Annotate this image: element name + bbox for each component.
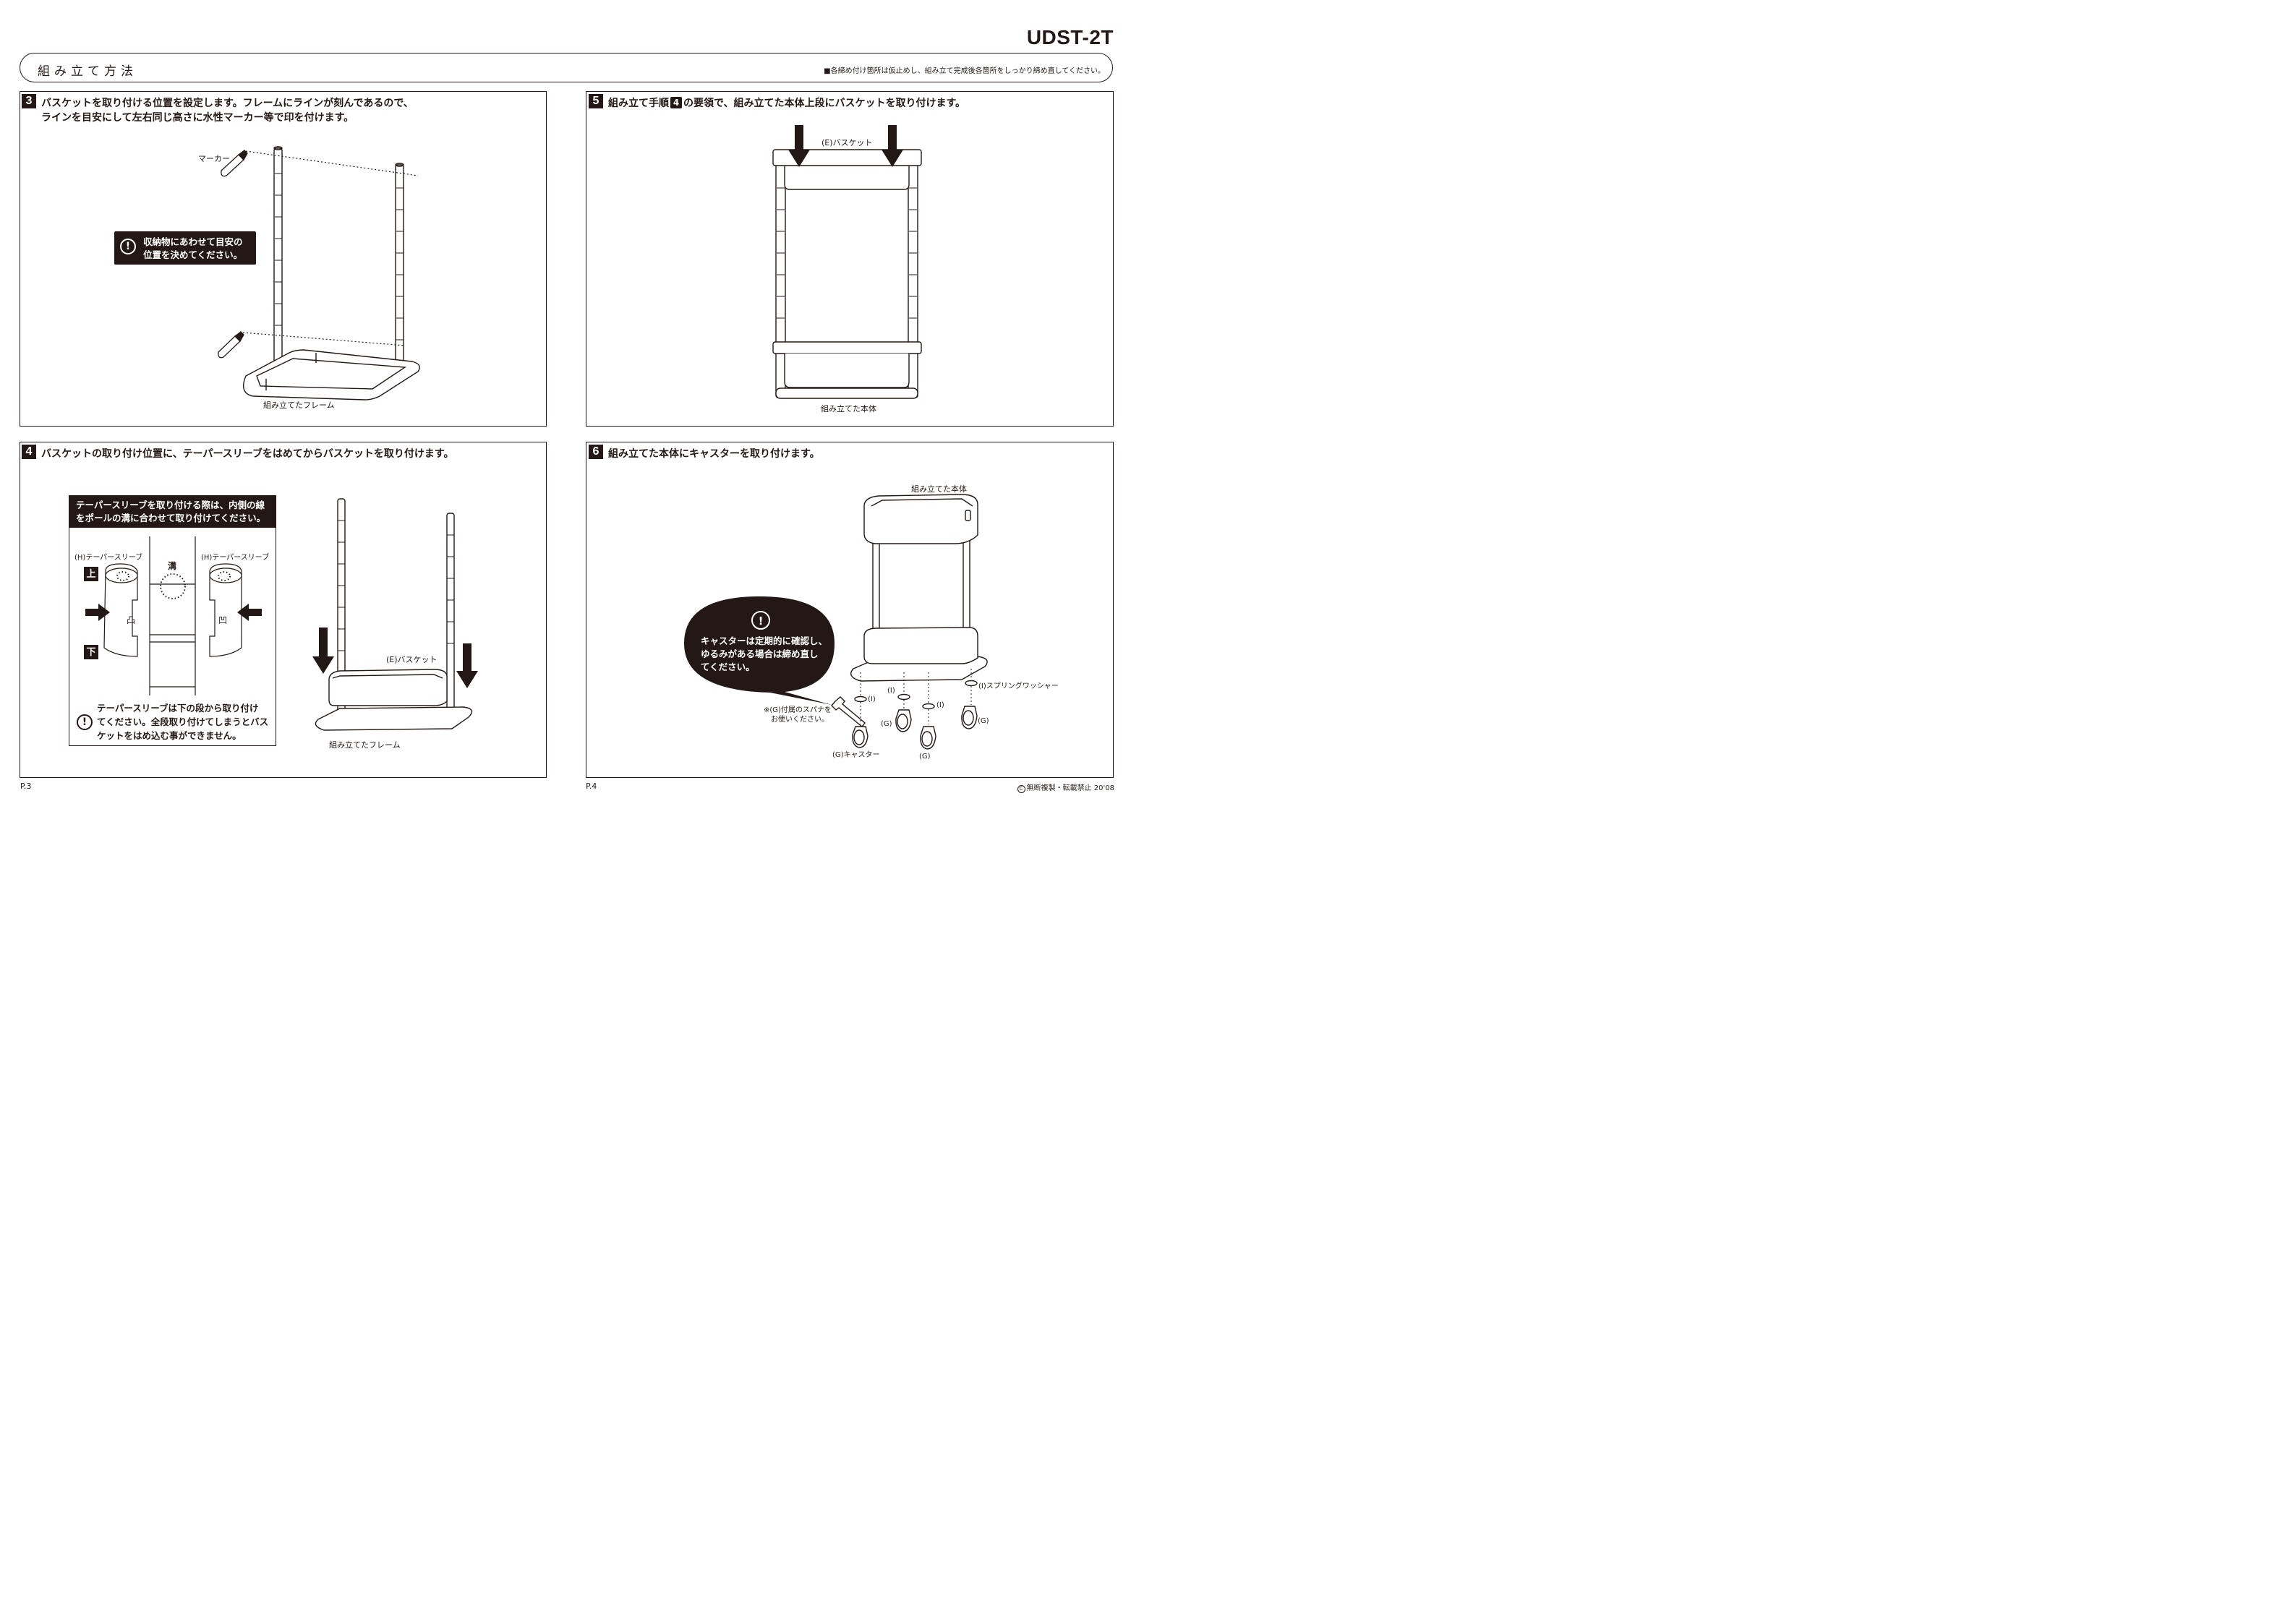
- down-arrow-icons: [788, 125, 903, 167]
- header-bar: [20, 53, 1113, 82]
- right-arrow-icon: [85, 604, 110, 621]
- caster-label-g-3: (G): [919, 753, 931, 761]
- step-3-number: 3: [22, 94, 36, 108]
- sleeve-detail-header: テーパースリーブを取り付ける際は、内側の線 をポールの溝に合わせて取り付けてくだ…: [69, 495, 276, 528]
- caster-caution-line3: てください。: [701, 661, 755, 672]
- sleeve-detail-header-line1: テーパースリーブを取り付ける際は、内側の線: [76, 500, 265, 510]
- spanner-note-line2: お使いください。: [771, 716, 829, 724]
- step-5-basket-label: (E)バスケット: [821, 138, 873, 147]
- step-5-text-post: の要領で、組み立てた本体上段にバスケットを取り付けます。: [683, 98, 966, 109]
- caster-caution-line2: ゆるみがある場合は締め直し: [701, 648, 819, 659]
- step-5-panel: [586, 91, 1114, 427]
- left-arrow-icon: [237, 604, 262, 621]
- down-label: 下: [84, 645, 98, 659]
- step-4-basket-label: (E)バスケット: [386, 655, 438, 664]
- convex-mark: 凸: [127, 615, 136, 625]
- step-4-frame-illustration: [312, 498, 478, 731]
- step-4-number: 4: [22, 445, 36, 459]
- caster-caution-line1: キャスターは定期的に確認し、: [701, 635, 828, 646]
- caution-speech-bubble: [684, 596, 835, 705]
- step-6-number: 6: [589, 445, 603, 459]
- washer-label-i-3: (I): [936, 701, 944, 709]
- sleeve-caution-line2: てください。全段取り付けてしまうとバス: [97, 716, 269, 727]
- step-3-text-line2: ラインを目安にして左右同じ高さに水性マーカー等で印を付けます。: [41, 112, 354, 124]
- marker-label: マーカー: [198, 154, 230, 163]
- step-5-body-label: 組み立てた本体: [821, 404, 876, 414]
- up-label: 上: [84, 567, 98, 581]
- step-3-note-line1: 収納物にあわせて目安の: [143, 236, 243, 247]
- header-note: ■各締め付け箇所は仮止めし、組み立て完成後各箇所をしっかり締め直してください。: [824, 67, 1105, 75]
- page-number-left: P.3: [20, 781, 32, 791]
- step-3-text-line1: バスケットを取り付ける位置を設定します。フレームにラインが刻んであるので、: [41, 98, 414, 109]
- step-5-ref-number: 4: [670, 97, 682, 108]
- step-6-text: 組み立てた本体にキャスターを取り付けます。: [608, 448, 820, 460]
- step-6-panel: [586, 442, 1114, 778]
- sleeve-detail-header-line2: をポールの溝に合わせて取り付けてください。: [76, 513, 266, 523]
- step-6-caster-illustration: !: [684, 494, 988, 750]
- caster-label-g-2: (G): [978, 717, 989, 725]
- page-title: 組み立て方法: [38, 64, 137, 79]
- spanner-note-line1: ※(G)付属のスパナを: [764, 706, 832, 714]
- sleeve-caution-line1: テーパースリーブは下の段から取り付け: [97, 703, 259, 714]
- caution-icon: [751, 611, 770, 630]
- step-5-number: 5: [589, 94, 603, 108]
- caution-icon: !: [120, 239, 136, 254]
- page-number-right: P.4: [586, 781, 597, 791]
- caution-icon: !: [77, 714, 93, 730]
- caster-caution-text: キャスターは定期的に確認し、 ゆるみがある場合は締め直し てください。: [701, 635, 827, 674]
- copyright-icon: C: [1017, 785, 1025, 793]
- model-number: UDST-2T: [1026, 26, 1114, 48]
- washer-label: (I)スプリングワッシャー: [978, 682, 1059, 690]
- step-3-note-line2: 位置を決めてください。: [143, 249, 243, 260]
- step-6-body-label: 組み立てた本体: [911, 484, 967, 494]
- step-5-text-pre: 組み立て手順: [608, 98, 669, 109]
- step-3-note-box: ! 収納物にあわせて目安の 位置を決めてください。: [114, 231, 256, 265]
- spanner-note: ※(G)付属のスパナを お使いください。: [764, 706, 832, 724]
- svg-text:!: !: [759, 614, 764, 628]
- step-3-frame-label: 組み立てたフレーム: [263, 401, 335, 410]
- sleeve-label-right: (H)テーパースリーブ: [201, 554, 270, 562]
- sleeve-caution-line3: ケットをはめ込む事ができません。: [97, 730, 242, 741]
- step-3-panel: [20, 91, 547, 427]
- sleeve-detail-illustration: [85, 536, 262, 695]
- caster-label: (G)キャスター: [832, 751, 880, 759]
- step-4-text: バスケットの取り付け位置に、テーパースリーブをはめてからバスケットを取り付けます…: [41, 448, 454, 460]
- sleeve-caution-text: テーパースリーブは下の段から取り付け てください。全段取り付けてしまうとバス ケ…: [97, 701, 268, 742]
- washer-label-i-2: (I): [887, 687, 895, 695]
- step-4-panel: [20, 442, 547, 778]
- sleeve-label-left: (H)テーパースリーブ: [74, 554, 143, 562]
- washer-label-i-1: (I): [868, 695, 876, 703]
- groove-label: 溝: [168, 561, 177, 571]
- copyright-text: 無断複製・転載禁止 20'08: [1026, 784, 1114, 792]
- step-4-frame-label: 組み立てたフレーム: [329, 740, 401, 750]
- down-arrow-icons: [312, 628, 478, 688]
- step-5-body-illustration: [772, 125, 922, 399]
- caster-label-g-1: (G): [881, 720, 892, 728]
- concave-mark: 凹: [218, 615, 228, 625]
- step-3-frame-illustration: [218, 146, 420, 401]
